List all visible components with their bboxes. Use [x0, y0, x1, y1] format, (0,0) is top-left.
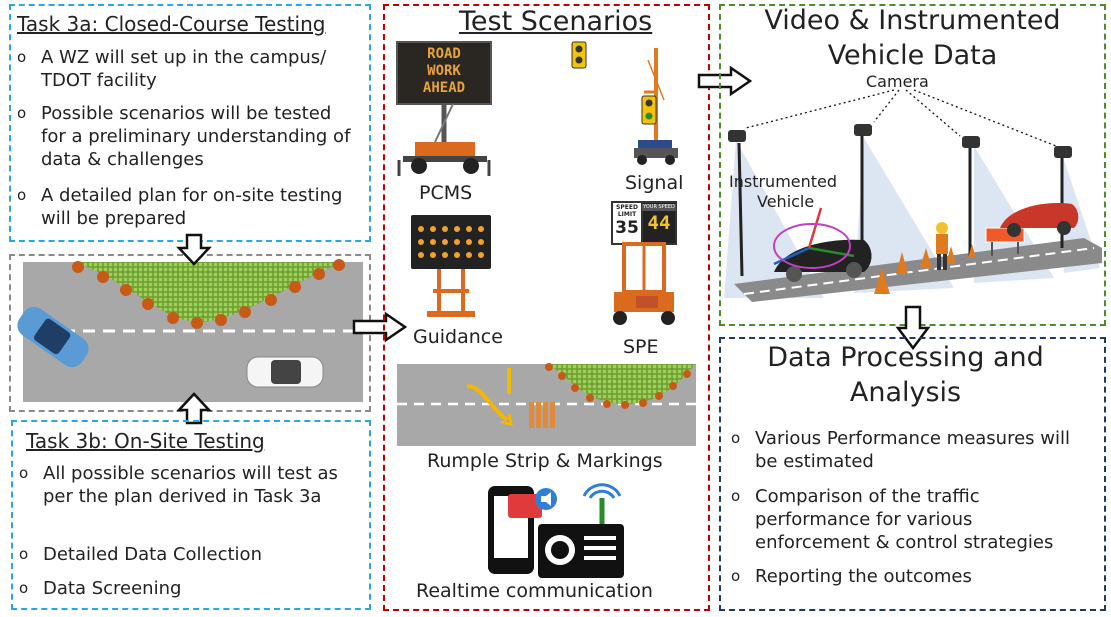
processing-item: o Reporting the outcomes	[731, 566, 972, 587]
bullet-icon: o	[17, 48, 27, 66]
pcms-trailer-icon	[396, 41, 492, 176]
down-arrow-icon	[176, 233, 212, 266]
processing-item: o Comparison of the traffic performance …	[731, 486, 1054, 553]
task3b-item: o Detailed Data Collection	[19, 544, 262, 565]
scenarios-box	[383, 4, 710, 611]
instrumented-car-icon	[774, 239, 872, 282]
vehicle-label-line1: Instrumented	[729, 172, 838, 191]
processing-title-line2: Analysis	[849, 377, 962, 408]
worker-icon	[936, 222, 948, 270]
speed-trailer-icon	[611, 201, 677, 325]
video-title-line2: Vehicle Data	[827, 40, 998, 71]
traffic-signal-icon	[571, 41, 678, 165]
guidance-label: Guidance	[413, 326, 503, 348]
bullet-icon: o	[731, 429, 741, 447]
signal-label: Signal	[625, 172, 684, 194]
processing-title-line1: Data Processing and	[767, 342, 1044, 373]
bullet-icon: o	[19, 579, 29, 597]
processing-box	[719, 337, 1106, 611]
task3a-item: o A detailed plan for on-site testing wi…	[17, 185, 343, 229]
white-car-icon	[246, 356, 324, 388]
realtime-label: Realtime communication	[416, 580, 653, 602]
scenarios-title: Test Scenarios	[459, 6, 653, 37]
work-area	[73, 262, 343, 322]
task3b-item: o Data Screening	[19, 578, 182, 599]
task3a-item: o A WZ will set up in the campus/ TDOT f…	[17, 47, 327, 91]
bullet-icon: o	[17, 186, 27, 204]
speed-limit-sign: SPEED LIMIT 35	[615, 204, 639, 238]
camera-label: Camera	[866, 72, 929, 91]
vehicle-label-line2: Vehicle	[757, 192, 815, 211]
rumble-strips	[529, 402, 555, 428]
pcms-label: PCMS	[419, 182, 473, 204]
bullet-icon: o	[731, 567, 741, 585]
bullet-icon: o	[19, 545, 29, 563]
task3b-title: Task 3b: On-Site Testing	[26, 429, 265, 453]
processing-item: o Various Performance measures will be e…	[731, 428, 1070, 472]
spe-label: SPE	[623, 336, 659, 358]
bullet-icon: o	[19, 464, 29, 482]
arrow-board-icon	[411, 215, 491, 317]
red-car-icon	[1000, 203, 1079, 237]
rumble-strip-illustration	[397, 363, 696, 446]
camera-pole	[728, 124, 1072, 277]
task3b-list: o All possible scenarios will test as pe…	[17, 462, 347, 600]
your-speed-sign: YOUR SPEED 44	[642, 204, 676, 234]
task3a-title: Task 3a: Closed-Course Testing	[17, 12, 326, 36]
bullet-icon: o	[731, 487, 741, 505]
camera-scene-illustration	[724, 89, 1102, 302]
phone-radio-icon	[488, 483, 624, 578]
task3a-item: o Possible scenarios will be tested for …	[17, 103, 351, 170]
task3b-box	[11, 420, 371, 610]
rumple-label: Rumple Strip & Markings	[427, 450, 663, 472]
task3b-item: o All possible scenarios will test as pe…	[19, 463, 338, 507]
pcms-sign-text: ROAD WORK AHEAD	[422, 46, 466, 96]
right-arrow-icon	[697, 65, 753, 97]
right-arrow-icon	[352, 311, 408, 343]
processing-list: o Various Performance measures will be e…	[729, 427, 1084, 588]
work-zone-illustration	[17, 259, 363, 402]
cones	[72, 259, 345, 329]
blue-car-icon	[17, 306, 89, 368]
task3a-list: o A WZ will set up in the campus/ TDOT f…	[15, 46, 360, 230]
bullet-icon: o	[17, 104, 27, 122]
video-title-line1: Video & Instrumented	[764, 5, 1061, 36]
